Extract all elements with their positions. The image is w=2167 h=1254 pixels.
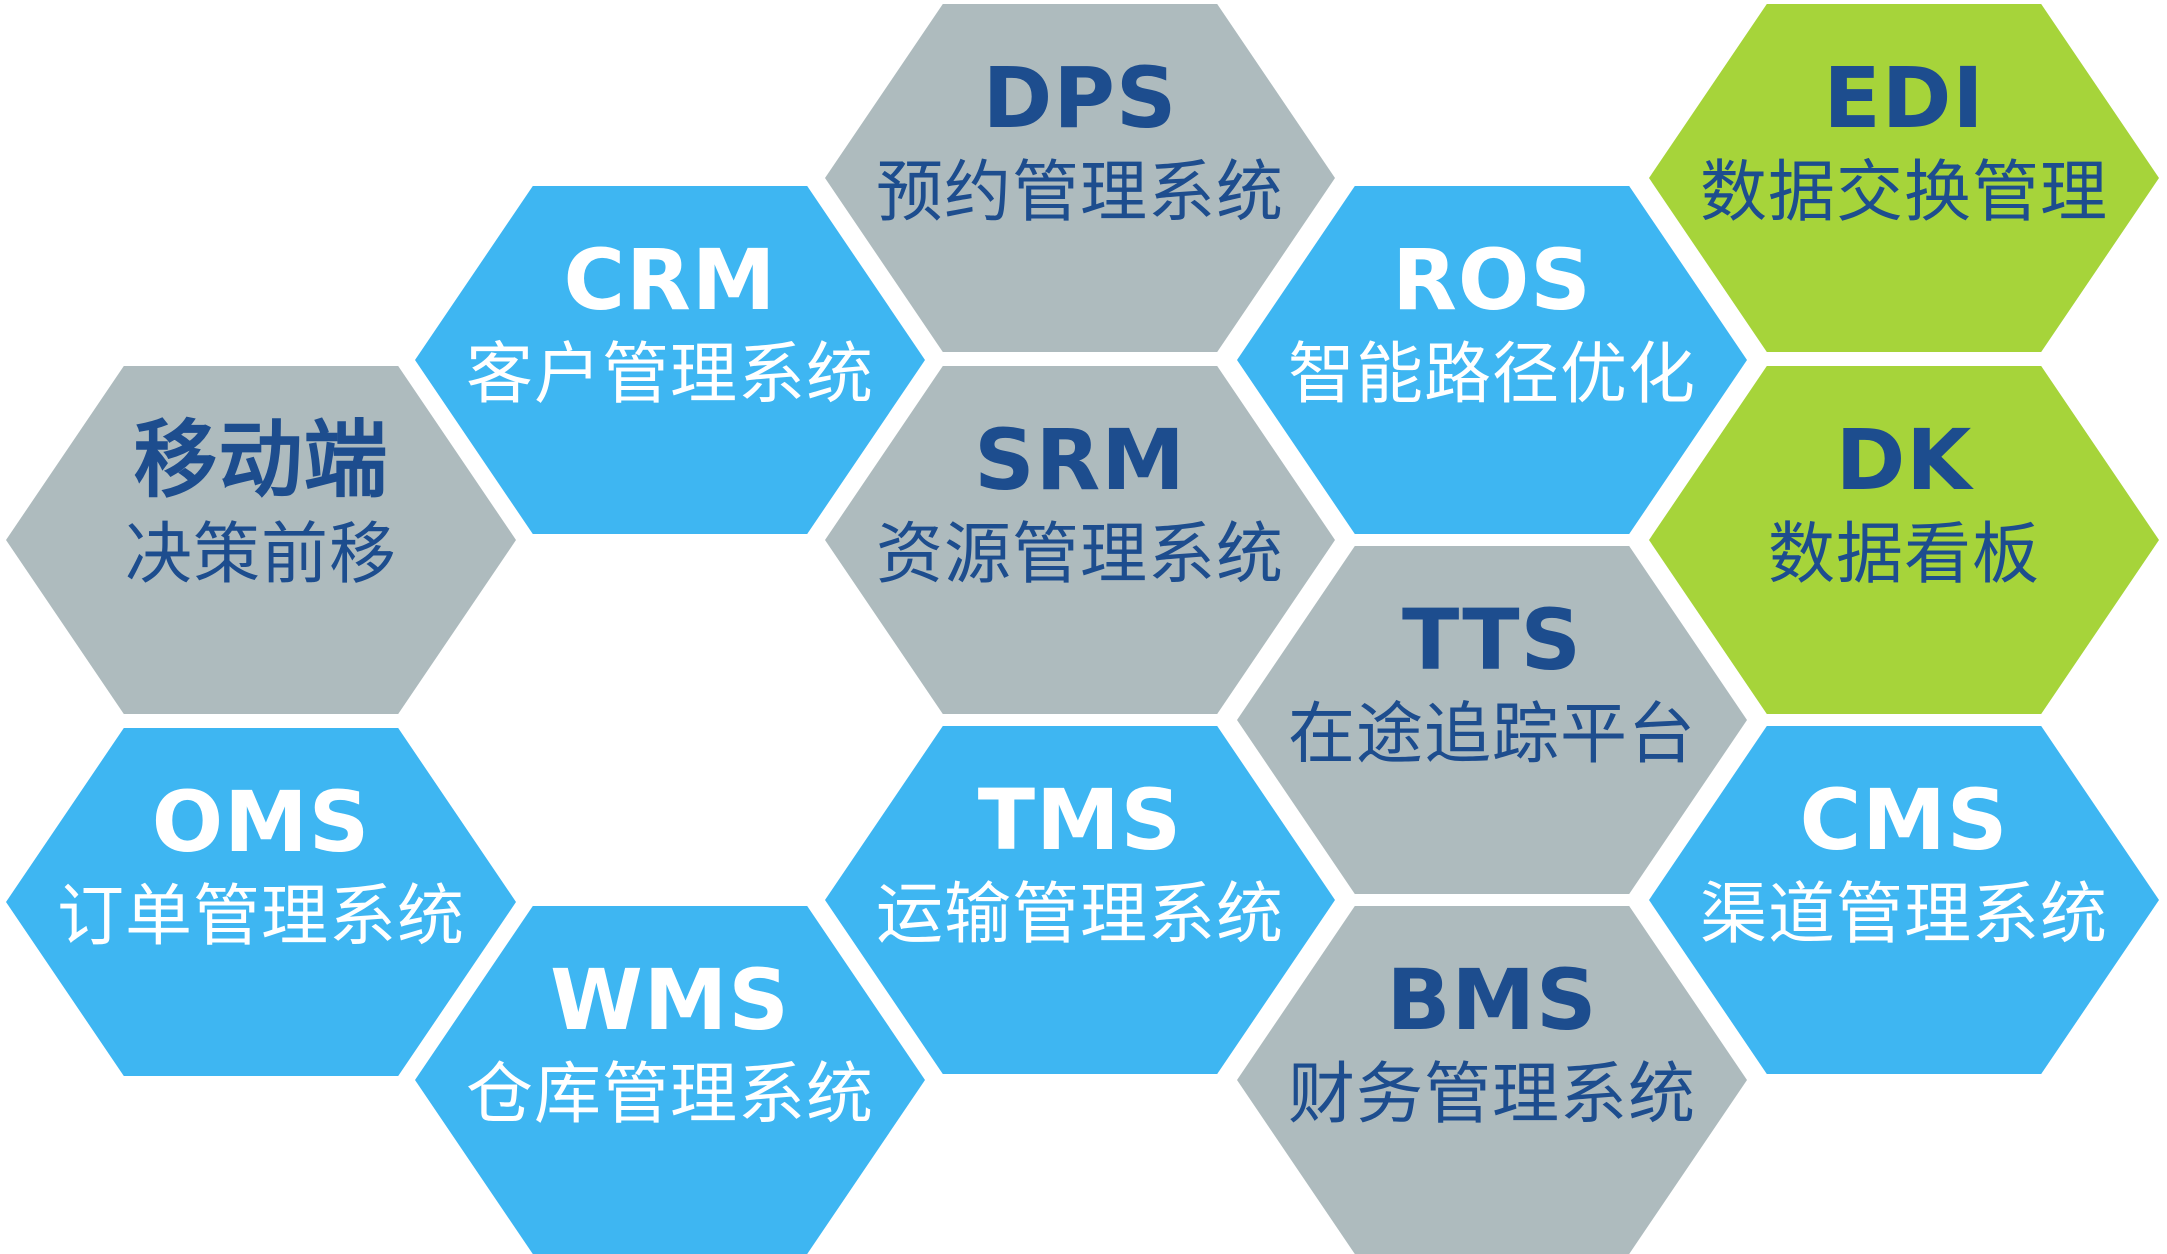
hex-oms: OMS 订单管理系统: [6, 728, 516, 1076]
hex-tts: TTS 在途追踪平台: [1237, 546, 1747, 894]
module-name: 订单管理系统: [57, 877, 465, 956]
hex-bms: BMS 财务管理系统: [1237, 906, 1747, 1254]
module-name: 仓库管理系统: [466, 1055, 874, 1134]
module-acronym: EDI: [1823, 49, 1985, 147]
module-acronym: DPS: [982, 49, 1178, 147]
module-name: 资源管理系统: [876, 515, 1284, 594]
module-name: 渠道管理系统: [1700, 875, 2108, 954]
module-acronym: OMS: [151, 773, 371, 871]
module-acronym: CMS: [1799, 771, 2009, 869]
hex-ros: ROS 智能路径优化: [1237, 186, 1747, 534]
module-acronym: ROS: [1392, 231, 1592, 329]
module-name: 运输管理系统: [876, 875, 1284, 954]
hex-wms: WMS 仓库管理系统: [415, 906, 925, 1254]
module-acronym: DK: [1835, 411, 1973, 509]
hex-srm: SRM 资源管理系统: [825, 366, 1335, 714]
hex-dps: DPS 预约管理系统: [825, 4, 1335, 352]
hex-dk: DK 数据看板: [1649, 366, 2159, 714]
module-acronym: BMS: [1386, 951, 1598, 1049]
hex-crm: CRM 客户管理系统: [415, 186, 925, 534]
module-acronym: TMS: [977, 771, 1183, 869]
module-name: 客户管理系统: [466, 335, 874, 414]
module-name: 数据看板: [1768, 515, 2040, 594]
hex-mobile: 移动端 决策前移: [6, 366, 516, 714]
module-acronym: TTS: [1401, 591, 1583, 689]
module-name: 财务管理系统: [1288, 1055, 1696, 1134]
module-name: 在途追踪平台: [1288, 695, 1696, 774]
module-acronym: 移动端: [133, 411, 389, 509]
module-acronym: WMS: [550, 951, 790, 1049]
module-name: 决策前移: [125, 515, 397, 594]
module-acronym: SRM: [974, 411, 1186, 509]
hex-cms: CMS 渠道管理系统: [1649, 726, 2159, 1074]
module-acronym: CRM: [563, 231, 777, 329]
hex-edi: EDI 数据交换管理: [1649, 4, 2159, 352]
module-name: 预约管理系统: [876, 153, 1284, 232]
module-name: 数据交换管理: [1700, 153, 2108, 232]
hex-tms: TMS 运输管理系统: [825, 726, 1335, 1074]
module-name: 智能路径优化: [1288, 335, 1696, 414]
